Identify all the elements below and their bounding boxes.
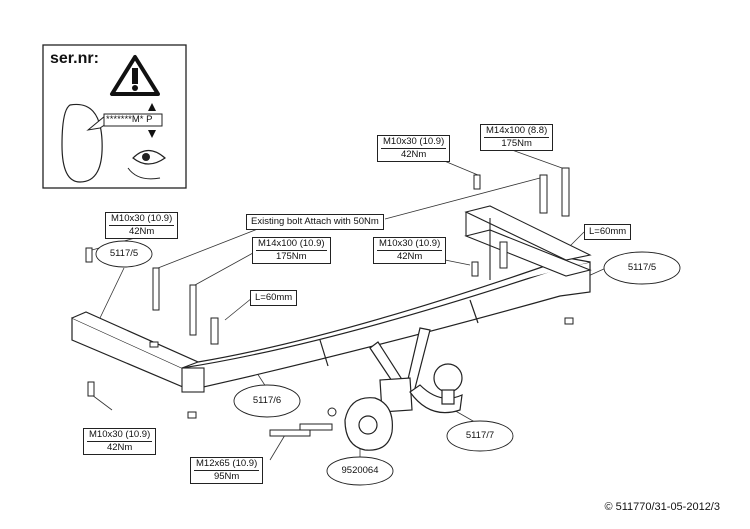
bolt-spec: M14x100 (10.9) xyxy=(256,238,327,251)
bracket-right xyxy=(464,205,592,280)
part-label-crossbar: 5117/6 xyxy=(252,395,282,406)
part-label-socket-plate: 9520064 xyxy=(341,465,379,476)
part-label-ball: 5117/7 xyxy=(465,430,495,441)
bolt-spec: M12x65 (10.9) xyxy=(194,458,260,471)
crossbar xyxy=(71,257,591,391)
spec-box-bottom-left: M10x30 (10.9) 42Nm xyxy=(83,428,157,455)
torque-spec: 42Nm xyxy=(106,442,133,453)
ball-mount xyxy=(369,327,463,414)
torque-spec: 42Nm xyxy=(396,251,423,262)
spec-box-top-right: M14x100 (8.8) 175Nm xyxy=(480,124,554,151)
bolt-spec: M10x30 (10.9) xyxy=(109,213,175,226)
socket-plate xyxy=(344,397,393,451)
serial-plate xyxy=(103,113,163,127)
warning-triangle-icon xyxy=(110,55,160,96)
part-ovals xyxy=(95,240,681,486)
spec-box-right-m10: M10x30 (10.9) 42Nm xyxy=(373,237,447,264)
torque-spec: 42Nm xyxy=(400,149,427,160)
bracket-left xyxy=(181,367,205,393)
bolt-spec: M10x30 (10.9) xyxy=(377,238,443,251)
copyright-footer: © 511770/31-05-2012/3 xyxy=(604,501,720,513)
bolt-spec: M10x30 (10.9) xyxy=(381,136,447,149)
warning-box xyxy=(42,44,187,189)
eye-icon xyxy=(127,149,166,180)
bolt-spec: M14x100 (8.8) xyxy=(484,125,550,138)
torque-spec: 95Nm xyxy=(213,471,240,482)
bolt-spec: M10x30 (10.9) xyxy=(87,429,153,442)
spec-box-left-m14: M14x100 (10.9) 175Nm xyxy=(252,237,331,264)
spec-box-top-mid: M10x30 (10.9) 42Nm xyxy=(377,135,451,162)
arrow-down-icon xyxy=(148,103,156,111)
ball-shape-outline xyxy=(61,103,103,183)
spacer-length-right: L=60mm xyxy=(584,224,632,240)
torque-spec: 42Nm xyxy=(128,226,155,237)
part-label-bracket-right: 5117/5 xyxy=(627,262,657,273)
serial-number-label: ser.nr: xyxy=(50,50,99,67)
part-label-bracket-left: 5117/5 xyxy=(109,248,139,259)
serial-plate-text: *******M* P xyxy=(106,114,153,125)
bolts-m12 xyxy=(269,407,337,437)
torque-spec: 175Nm xyxy=(275,251,307,262)
spec-box-bottom-m12: M12x65 (10.9) 95Nm xyxy=(190,457,264,484)
torque-spec: 175Nm xyxy=(501,138,532,149)
existing-bolt-note: Existing bolt Attach with 50Nm xyxy=(246,214,384,230)
spacer-length-left: L=60mm xyxy=(250,290,298,306)
bolts xyxy=(85,167,574,419)
arrow-up-icon xyxy=(148,130,156,138)
spec-box-left-upper: M10x30 (10.9) 42Nm xyxy=(105,212,179,239)
